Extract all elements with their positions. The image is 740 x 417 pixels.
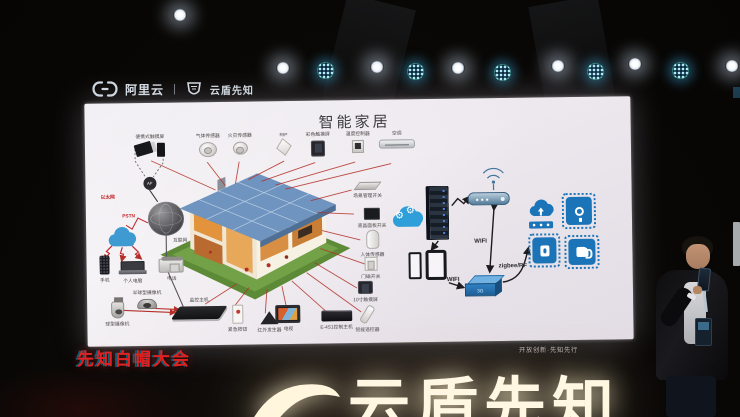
distant-screen-glow: [733, 87, 740, 98]
tv-icon: [275, 304, 301, 324]
presenter-face: [686, 244, 710, 269]
gateway-hub-icon: 3G: [464, 274, 505, 300]
presenter-badge: [695, 318, 712, 346]
smart-home-house: [160, 173, 351, 300]
stage-logo-swoosh-icon: [254, 384, 340, 417]
brand-yundun-label: 云盾先知: [209, 85, 254, 97]
device-touch-panel: 10寸触摸屏: [345, 280, 386, 305]
thermostat-icon: [351, 139, 365, 154]
cloud-service-icon: ⚙⚙: [392, 205, 424, 227]
floor-glow: [0, 365, 190, 417]
wifi-router-label: WIFI: [474, 237, 487, 245]
projection-screen: 智能家居: [84, 96, 634, 347]
svg-text:⚙: ⚙: [395, 210, 404, 221]
device-ball-camera: 球型摄像机: [97, 296, 137, 329]
brand-alibaba-label: 阿里云: [125, 82, 165, 97]
device-pir: RIP: [266, 131, 302, 157]
stage-light-white: [451, 62, 465, 74]
smart-lock-chip-icon: [528, 233, 561, 268]
smartphone-outline-icon: [408, 252, 422, 280]
fire-sensor-icon: [232, 141, 248, 155]
presenter-legs: [666, 376, 716, 417]
door-switch-icon: [363, 256, 378, 271]
stage-light-white: [628, 58, 642, 70]
cloud-device-icon: [524, 197, 559, 236]
device-pc: 个人电脑: [117, 260, 149, 285]
stage-logo-label: 云盾先知: [348, 373, 621, 417]
device-air-conditioner: 空调: [375, 129, 419, 149]
device-color-touchscreen: 彩色触摸屏: [299, 130, 337, 157]
internet-label: 互联网: [173, 237, 188, 243]
stage-light-blue: [494, 64, 511, 81]
device-telephone: 电话: [158, 258, 184, 282]
laptop-icon: [120, 260, 145, 272]
smart-home-slide: 智能家居: [84, 96, 633, 347]
stage-light-white: [725, 60, 739, 72]
stage-light-blue: [587, 63, 604, 80]
air-conditioner-icon: [378, 139, 415, 149]
color-touchscreen-icon: [310, 140, 326, 157]
server-icon: [425, 185, 450, 241]
conference-title: 先知白帽大会: [77, 350, 191, 369]
emergency-button-icon: [231, 304, 243, 324]
mobile-phone-icon: [99, 255, 110, 275]
stage-light-blue: [672, 62, 689, 79]
stage-light-blue: [317, 62, 334, 79]
body-sensor-icon: [365, 229, 379, 249]
alibaba-cloud-icon: [92, 81, 118, 97]
svg-text:⚙: ⚙: [406, 205, 415, 216]
stage-light-blue: [407, 63, 424, 80]
device-mobile-phone: 手机: [96, 255, 112, 284]
telephone-icon: [158, 258, 184, 273]
device-fire-sensor: 火灾传感器: [221, 131, 259, 155]
yundun-shield-icon: [186, 82, 201, 95]
device-tv: 电视: [275, 304, 301, 333]
wifi-router-icon: [467, 191, 510, 206]
pstn-label: PSTN: [122, 213, 136, 219]
ethernet-label: 以太网: [100, 194, 115, 201]
presenter: [640, 230, 740, 417]
wifi-devices-label: WIFI: [446, 275, 460, 283]
smart-remote-icon: [358, 304, 376, 325]
conference-slogan: 开放创新·先知先行: [519, 346, 579, 354]
pir-icon: [276, 138, 292, 157]
device-monitor-host: 监控主机: [170, 296, 228, 320]
monitor-host-icon: [170, 305, 228, 320]
device-body-sensor: 人体传感器: [352, 229, 392, 260]
stage-edge-highlight: [733, 222, 740, 266]
stage-light-white: [370, 61, 384, 73]
scene-switch-icon: [353, 181, 382, 191]
device-thermostat: 温度控制器: [337, 130, 379, 154]
smart-bulb-chip-icon: [561, 192, 597, 230]
lcd-switch-icon: [363, 207, 380, 220]
stage-light-white: [276, 62, 290, 74]
zigbee-label: zigbee/RF: [498, 261, 528, 269]
tablet-outline-icon: [425, 249, 447, 281]
telecom-cloud-icon: [108, 227, 136, 247]
brand-divider: |: [173, 83, 176, 95]
screen-header-logos: 阿里云 | 云盾先知: [92, 77, 254, 101]
ptz-camera-icon: [110, 301, 124, 319]
stage-light-white: [551, 60, 565, 72]
smart-kettle-chip-icon: [564, 234, 600, 270]
presenter-hand: [693, 286, 702, 294]
dome-camera-icon: [137, 298, 158, 310]
touch-panel-icon: [357, 280, 373, 295]
device-portable-touchscreen: 便携式触摸屏: [119, 132, 181, 158]
tablet-icon: [133, 140, 166, 158]
device-smart-remote: 智能遥控器: [347, 304, 387, 335]
stage-logo-text: 云盾先知: [232, 373, 712, 417]
gas-sensor-icon: [198, 141, 218, 158]
ap-node: AP: [143, 176, 157, 191]
device-door-switch: 门磁开关: [354, 256, 386, 281]
device-scene-switch: 场景管理开关: [343, 181, 391, 201]
stage-light-white: [173, 9, 187, 21]
